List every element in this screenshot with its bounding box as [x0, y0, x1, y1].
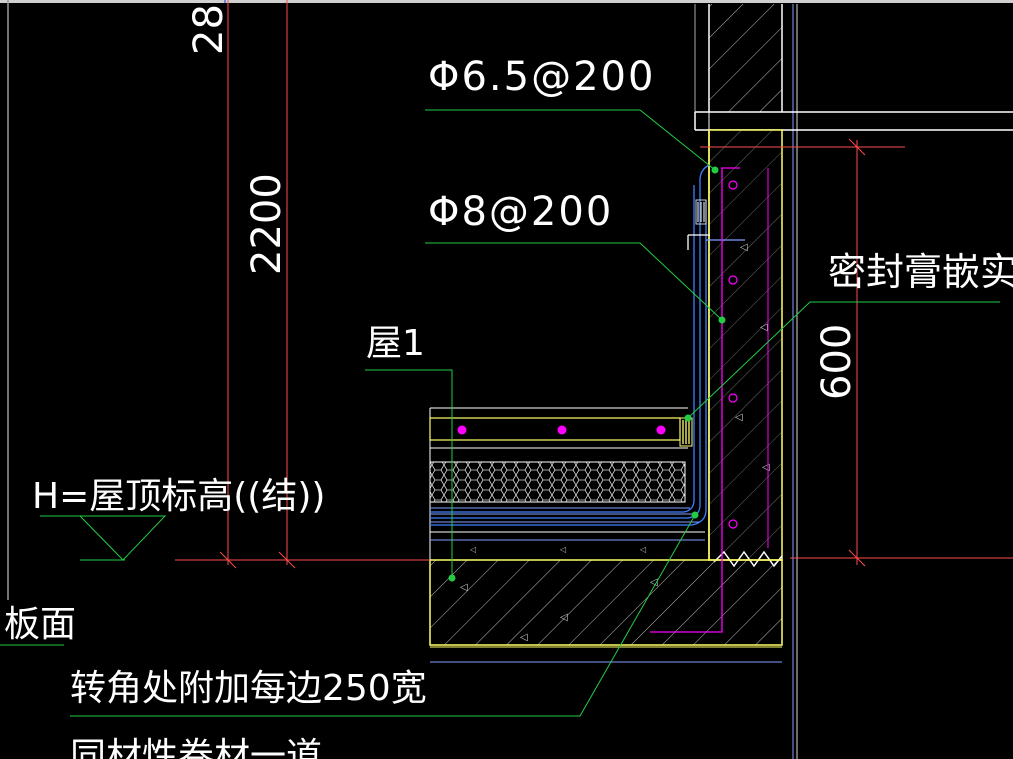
roof1-label: 屋1: [366, 323, 425, 364]
note-line2-label: 同材性卷材一道: [70, 736, 322, 759]
rebar-dot: [457, 425, 467, 435]
top-strip: [0, 0, 1013, 3]
phi65-label: Φ6.5@200: [428, 54, 655, 100]
note-line1-label: 转角处附加每边250宽: [70, 668, 427, 709]
parapet-wall: ◁ ◁ ◁ ◁: [708, 129, 783, 568]
upper-wall: [694, 4, 798, 759]
rebar-dot: [656, 425, 666, 435]
roof-slab: ◁ ◁ ◁ ◁: [429, 559, 783, 663]
dim-2200-label: 2200: [244, 173, 290, 275]
leader-lines: [0, 109, 1000, 717]
svg-text:◁: ◁: [762, 462, 770, 473]
svg-text:◁: ◁: [650, 577, 658, 588]
beam-lines: [694, 111, 1013, 131]
rebar-section: [728, 275, 738, 285]
dimension-lines: [175, 0, 1013, 569]
svg-text:◁: ◁: [469, 545, 476, 554]
svg-text:◁: ◁: [559, 545, 566, 554]
rebar-section: [728, 519, 738, 529]
svg-text:◁: ◁: [740, 242, 748, 253]
svg-text:◁: ◁: [735, 412, 743, 423]
roof-layers: ◁ ◁ ◁: [429, 407, 705, 560]
rebar-section: [728, 393, 738, 403]
dim-600-label: 600: [814, 324, 860, 400]
dim-28-label: 28: [186, 4, 232, 55]
reinforcement: [457, 167, 769, 633]
svg-text:◁: ◁: [560, 612, 568, 623]
rebar-dot: [557, 425, 567, 435]
rebar-section: [728, 180, 738, 190]
slab-face-label: 板面: [4, 604, 76, 645]
elevation-label: H=屋顶标高((结)): [32, 476, 325, 517]
sealant-label: 密封膏嵌实: [828, 250, 1013, 294]
svg-text:◁: ◁: [460, 582, 468, 593]
svg-text:◁: ◁: [520, 632, 528, 643]
svg-text:◁: ◁: [639, 545, 646, 554]
phi8-label: Φ8@200: [428, 189, 613, 235]
svg-text:◁: ◁: [760, 322, 768, 333]
